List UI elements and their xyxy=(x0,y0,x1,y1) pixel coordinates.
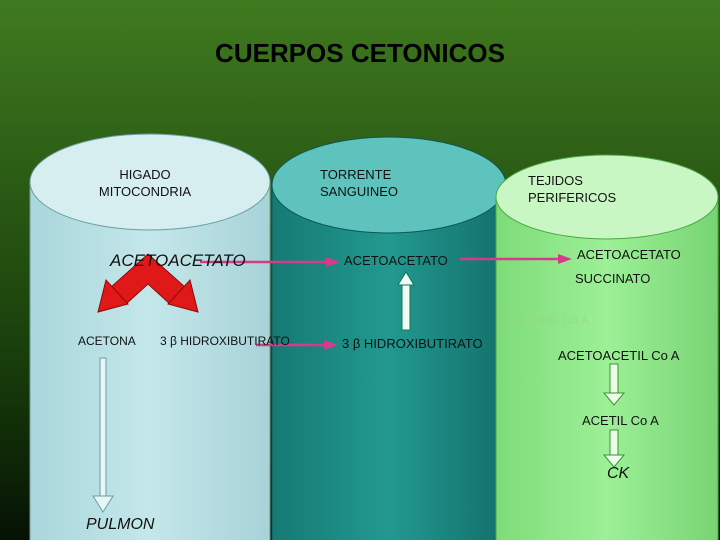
ck-label: CK xyxy=(607,465,630,482)
blood-cylinder-body xyxy=(271,184,507,540)
tissue-acetoacetate-label: ACETOACETATO xyxy=(577,247,681,262)
acetoacetyl-coa-label: ACETOACETIL Co A xyxy=(558,348,680,363)
liver-heading: HIGADO MITOCONDRIA xyxy=(98,167,192,199)
lung-label: PULMON xyxy=(86,516,155,533)
liver-cylinder-top xyxy=(29,133,271,231)
liver-cylinder-body xyxy=(29,181,271,540)
blood-hydroxybutyrate-label: 3 β HIDROXIBUTIRATO xyxy=(342,336,483,351)
blood-heading: TORRENTE SANGUINEO xyxy=(320,167,399,199)
page-title: CUERPOS CETONICOS xyxy=(215,38,505,68)
liver-acetoacetate-label: ACETOACETATO xyxy=(110,251,246,270)
arrow-acetoacetyl-to-acetyl xyxy=(602,363,626,406)
split-arrow-acetoacetate xyxy=(97,253,199,313)
arrow-liver-to-blood-acetoacetate xyxy=(200,257,340,267)
tissue-heading: TEJIDOS PERIFERICOS xyxy=(528,173,617,205)
arrow-blood-to-tissue-acetoacetate xyxy=(460,254,572,264)
arrow-hydroxybutyrate-to-acetoacetate xyxy=(397,271,415,331)
arrow-liver-to-blood-hydroxybutyrate xyxy=(256,340,338,350)
tissue-cylinder-body xyxy=(495,196,719,540)
tissue-cylinder-top xyxy=(495,154,719,240)
acetone-label: ACETONA xyxy=(78,334,136,348)
succinyl-coa-label: SUCCINIL Co A xyxy=(504,313,589,327)
succinate-label: SUCCINATO xyxy=(575,271,651,286)
blood-acetoacetate-label: ACETOACETATO xyxy=(344,253,448,268)
arrow-acetyl-to-ck xyxy=(602,429,626,468)
arrow-acetone-to-lung xyxy=(92,357,114,513)
liver-hydroxybutyrate-label: 3 β HIDROXIBUTIRATO xyxy=(160,334,290,348)
acetyl-coa-label: ACETIL Co A xyxy=(582,413,659,428)
